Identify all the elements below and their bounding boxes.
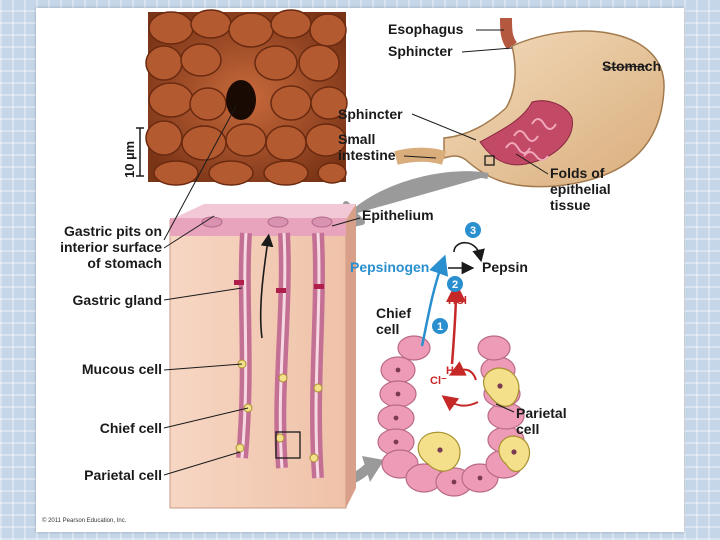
label-mucous-cell: Mucous cell [82,361,162,377]
copyright-notice: © 2011 Pearson Education, Inc. [42,517,127,524]
label-chief-cell-inset-2: cell [376,321,399,337]
label-sphincter-lower: Sphincter [338,106,403,122]
svg-text:3: 3 [470,225,476,237]
label-parietal-cell: Parietal cell [84,467,162,483]
label-gastric-pits-3: of stomach [87,255,162,271]
stomach-anatomy-figure: 10 µm [42,9,665,524]
label-parietal-cell-inset-2: cell [516,421,539,437]
label-hcl: HCl [448,295,467,307]
arrow-h-cycle [448,361,477,381]
scale-bar: 10 µm [122,127,144,178]
label-folds-2: epithelial [550,181,611,197]
label-chief-cell: Chief cell [100,420,162,436]
secretion-arrow [259,233,274,339]
gastric-pit-opening [226,80,256,120]
label-parietal-cell-inset-1: Parietal [516,405,567,421]
arrow-step1-up [420,254,449,347]
label-sphincter-top: Sphincter [388,43,453,59]
zoom-arrow-to-inset-head [362,456,384,482]
inset-marker-box [275,431,301,459]
arrow-step3-cycle [453,241,485,263]
step-badge-3: 3 [465,222,481,238]
label-small-intestine-1: Small [338,131,375,147]
label-small-intestine-2: intestine [338,147,396,163]
label-h-plus: H⁺ [446,365,460,377]
label-gastric-pits-1: Gastric pits on [64,223,162,239]
label-chief-cell-inset-1: Chief [376,305,411,321]
label-cl-minus: Cl⁻ [430,375,447,387]
step-badge-2: 2 [447,276,463,292]
label-epithelium: Epithelium [362,207,434,223]
label-folds-1: Folds of [550,165,605,181]
label-gastric-gland: Gastric gland [73,292,162,308]
label-gastric-pits-2: interior surface [60,239,162,255]
leader-lines [163,29,649,476]
label-stomach: Stomach [602,58,661,74]
label-pepsin: Pepsin [482,259,528,275]
arrow-hcl-up [445,282,466,365]
detail-marker-box [484,155,495,166]
scale-bar-label: 10 µm [122,141,137,178]
sem-micrograph [145,9,348,186]
stomach-illustration [394,17,665,188]
step-badge-1: 1 [432,318,448,334]
label-esophagus: Esophagus [388,21,464,37]
label-folds-3: tissue [550,197,591,213]
svg-text:1: 1 [437,321,443,333]
tissue-block [169,204,356,509]
slide: 10 µm [36,8,684,532]
label-pepsinogen: Pepsinogen [350,259,429,275]
arrow-cl-cycle [441,395,479,412]
svg-text:2: 2 [452,279,458,291]
gland-inset [377,241,531,497]
